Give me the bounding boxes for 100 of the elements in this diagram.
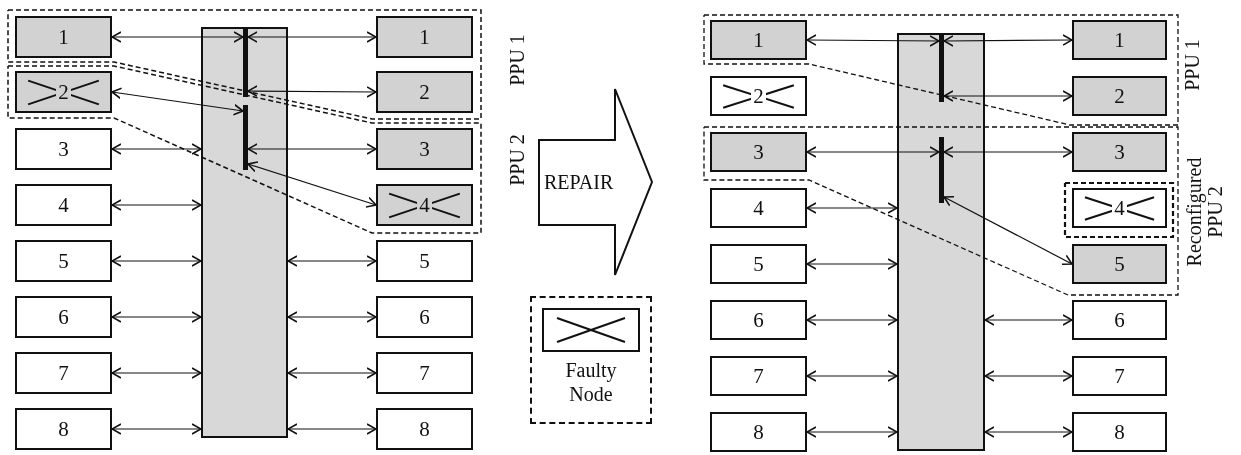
bidirectional-arrow: [806, 202, 898, 214]
node-number: 7: [753, 363, 764, 389]
node-number: 7: [419, 360, 430, 386]
node-number: 1: [419, 24, 430, 50]
bidirectional-arrow: [943, 90, 1073, 102]
crossbar-segment: [939, 137, 944, 203]
active-node-box: [710, 20, 807, 60]
node-number: 6: [419, 304, 430, 330]
node-number: 1: [753, 27, 764, 53]
legend-label: Faulty Node: [564, 358, 618, 406]
node-box: [710, 300, 807, 340]
bidirectional-arrow: [247, 31, 377, 43]
faulty-node-box: [376, 184, 473, 226]
node-number: 7: [1114, 363, 1125, 389]
block-arrow: [538, 88, 653, 276]
faulty-node-box: [710, 76, 807, 116]
node-number: 5: [1114, 251, 1125, 277]
bidirectional-arrow: [806, 426, 898, 438]
bidirectional-arrow: [287, 311, 377, 323]
node-box: [1072, 356, 1167, 396]
node-box: [710, 356, 807, 396]
bidirectional-arrow: [247, 85, 377, 98]
active-node-box: [376, 128, 473, 170]
node-box: [15, 296, 112, 338]
node-number: 8: [1114, 419, 1125, 445]
arrow-label: REPAIR: [544, 170, 614, 194]
node-box: [15, 240, 112, 282]
bidirectional-arrow: [111, 31, 244, 43]
node-box: [15, 128, 112, 170]
bidirectional-arrow: [247, 143, 377, 155]
active-node-box: [1072, 20, 1167, 60]
switch-block: [897, 33, 985, 451]
node-number: 1: [1114, 27, 1125, 53]
group-label: Reconfigured PPU 2: [1183, 156, 1227, 269]
crossbar-segment: [243, 29, 248, 97]
node-number: 2: [1114, 83, 1125, 109]
bidirectional-arrow: [943, 195, 1073, 266]
node-number: 4: [753, 195, 764, 221]
node-box: [376, 352, 473, 394]
bidirectional-arrow: [111, 255, 202, 267]
node-box: [710, 244, 807, 284]
crossbar-segment: [939, 35, 944, 102]
bidirectional-arrow: [943, 34, 1073, 47]
node-number: 3: [1114, 139, 1125, 165]
node-box: [376, 240, 473, 282]
active-node-box: [1072, 132, 1167, 172]
node-box: [376, 296, 473, 338]
node-box: [710, 412, 807, 452]
node-number: 5: [58, 248, 69, 274]
node-number: 5: [419, 248, 430, 274]
active-node-box: [15, 16, 112, 58]
switch-block: [201, 27, 288, 438]
node-number: 6: [753, 307, 764, 333]
group-label: PPU 1: [504, 33, 529, 88]
bidirectional-arrow: [984, 314, 1073, 326]
node-box: [15, 352, 112, 394]
faulty-node-box: [1072, 188, 1167, 228]
node-number: 3: [58, 136, 69, 162]
node-number: 3: [753, 139, 764, 165]
node-number: 8: [753, 419, 764, 445]
node-number: 7: [58, 360, 69, 386]
bidirectional-arrow: [111, 87, 244, 116]
active-node-box: [376, 16, 473, 58]
bidirectional-arrow: [943, 146, 1073, 158]
bidirectional-arrow: [806, 314, 898, 326]
node-box: [15, 184, 112, 226]
node-number: 5: [753, 251, 764, 277]
node-number: 6: [58, 304, 69, 330]
active-node-box: [710, 132, 807, 172]
node-box: [376, 408, 473, 450]
bidirectional-arrow: [111, 311, 202, 323]
bidirectional-arrow: [111, 143, 202, 155]
bidirectional-arrow: [806, 370, 898, 382]
bidirectional-arrow: [111, 199, 202, 211]
node-number: 8: [58, 416, 69, 442]
bidirectional-arrow: [984, 370, 1073, 382]
group-label: PPU 1: [1179, 38, 1204, 93]
node-number: 1: [58, 24, 69, 50]
active-node-box: [1072, 244, 1167, 284]
node-number: 4: [58, 192, 69, 218]
node-number: 8: [419, 416, 430, 442]
node-number: 2: [419, 79, 430, 105]
bidirectional-arrow: [287, 255, 377, 267]
node-box: [1072, 412, 1167, 452]
bidirectional-arrow: [806, 34, 940, 47]
group-label: PPU 2: [504, 133, 529, 188]
active-node-box: [1072, 76, 1167, 116]
bidirectional-arrow: [806, 146, 940, 158]
bidirectional-arrow: [287, 367, 377, 379]
crossbar-segment: [243, 105, 248, 170]
node-box: [15, 408, 112, 450]
faulty-node-box: [15, 71, 112, 113]
active-node-box: [376, 71, 473, 113]
bidirectional-arrow: [984, 426, 1073, 438]
bidirectional-arrow: [111, 367, 202, 379]
bidirectional-arrow: [287, 423, 377, 435]
node-box: [1072, 300, 1167, 340]
bidirectional-arrow: [806, 258, 898, 270]
bidirectional-arrow: [111, 423, 202, 435]
node-number: 3: [419, 136, 430, 162]
